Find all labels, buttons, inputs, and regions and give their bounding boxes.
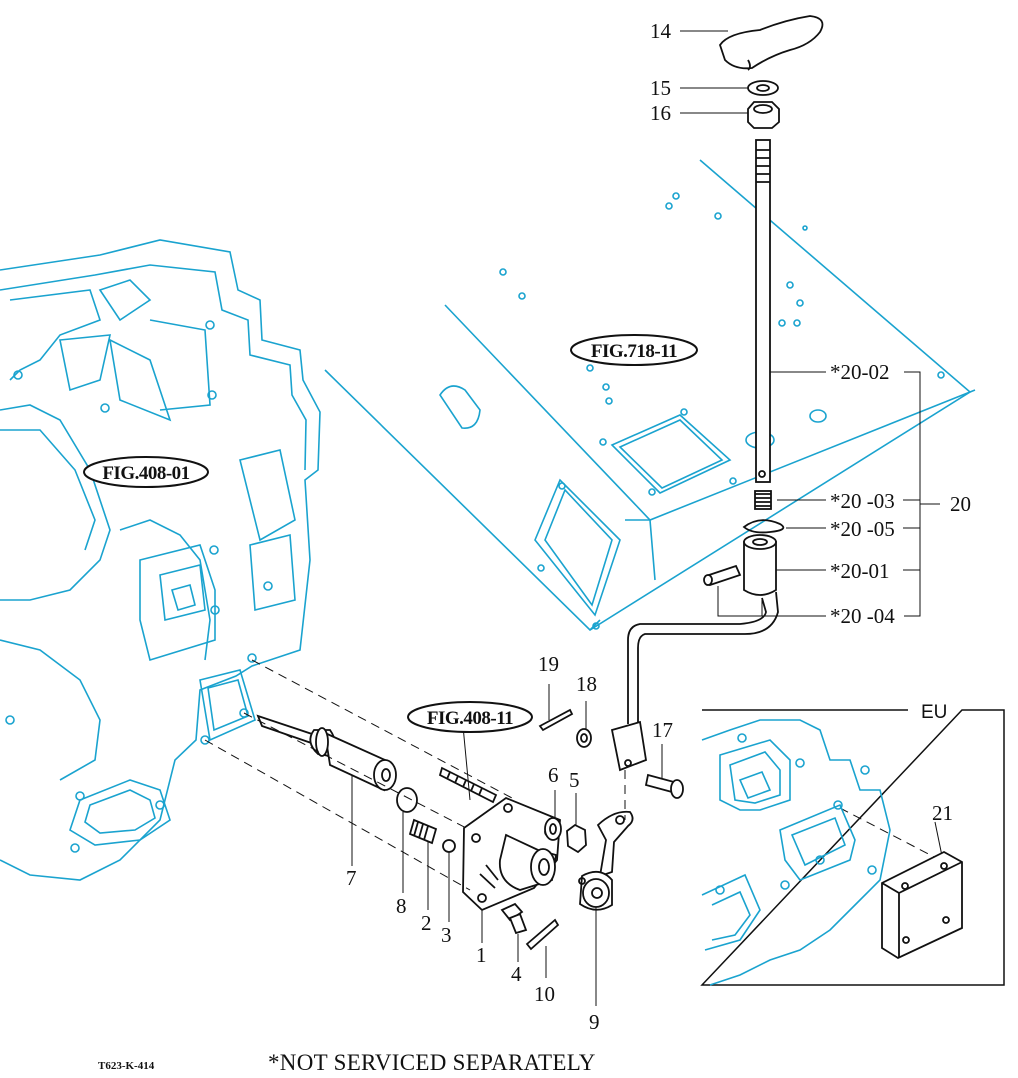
plate-part-21 [881, 850, 963, 960]
fig-ref-stud-label: FIG.408-11 [427, 708, 513, 729]
callout-4: 4 [511, 962, 522, 986]
pin-part-17 [644, 773, 676, 794]
callout-20-01: *20-01 [830, 559, 890, 583]
callout-10: 10 [534, 982, 555, 1006]
shift-rod-assembly [610, 15, 824, 772]
fig-ref-floor[interactable]: FIG.718-11 [570, 334, 698, 366]
inset-label-eu: EU [921, 702, 947, 723]
callout-6: 6 [548, 763, 559, 787]
knob-part-14 [719, 15, 824, 70]
lever-part-9 [596, 810, 634, 878]
callout-5: 5 [569, 768, 580, 792]
floor-plate [324, 159, 976, 632]
bolt-part-4 [500, 902, 524, 922]
shift-cover-parts [256, 708, 684, 951]
nut-part-5 [566, 823, 587, 854]
washer-part-18 [576, 728, 592, 748]
callout-21: 21 [932, 801, 953, 825]
rod-part-20-02 [755, 139, 771, 483]
fig-ref-floor-label: FIG.718-11 [591, 341, 677, 362]
callout-20: 20 [950, 492, 971, 516]
callout-9: 9 [589, 1010, 600, 1034]
callout-8: 8 [396, 894, 407, 918]
eu-inset [700, 709, 1005, 986]
spring-part-20-03 [754, 490, 772, 510]
stud [438, 766, 498, 804]
washer-part-15 [747, 80, 779, 96]
callout-1: 1 [476, 943, 487, 967]
oring-part-8 [396, 787, 418, 813]
callout-7: 7 [346, 866, 357, 890]
callout-18: 18 [576, 672, 597, 696]
callout-15: 15 [650, 76, 671, 100]
clevis-lower [610, 720, 648, 772]
clip-part-20-05 [742, 519, 785, 534]
assembly-lines [204, 659, 941, 891]
callout-14: 14 [650, 19, 672, 43]
washer-part-6 [544, 817, 562, 841]
fig-ref-stud[interactable]: FIG.408-11 [407, 701, 533, 733]
callout-3: 3 [441, 923, 452, 947]
callout-19: 19 [538, 652, 559, 676]
callout-2: 2 [421, 911, 432, 935]
sleeve-part-20-01 [743, 541, 777, 596]
callout-20-04: *20 -04 [830, 604, 895, 628]
callout-16: 16 [650, 101, 671, 125]
pin-part-10 [525, 918, 560, 951]
fig-ref-housing-label: FIG.408-01 [102, 463, 189, 484]
drawing-code: T623-K-414 [98, 1060, 155, 1072]
transmission-housing [0, 239, 321, 881]
fig-ref-housing[interactable]: FIG.408-01 [83, 456, 209, 488]
leader-lines [351, 30, 943, 1006]
callout-20-05: *20 -05 [830, 517, 895, 541]
cotter-part-19 [538, 708, 574, 732]
callout-20-03: *20 -03 [830, 489, 895, 513]
callout-20-02: *20-02 [830, 360, 890, 384]
callouts: 14 15 16 *20-02 *20 -03 20 *20 -05 *20-0… [346, 19, 971, 1034]
spring-part-2 [408, 818, 438, 845]
ball-part-3 [442, 839, 456, 853]
callout-17: 17 [652, 718, 673, 742]
footnote: *NOT SERVICED SEPARATELY [268, 1050, 596, 1075]
